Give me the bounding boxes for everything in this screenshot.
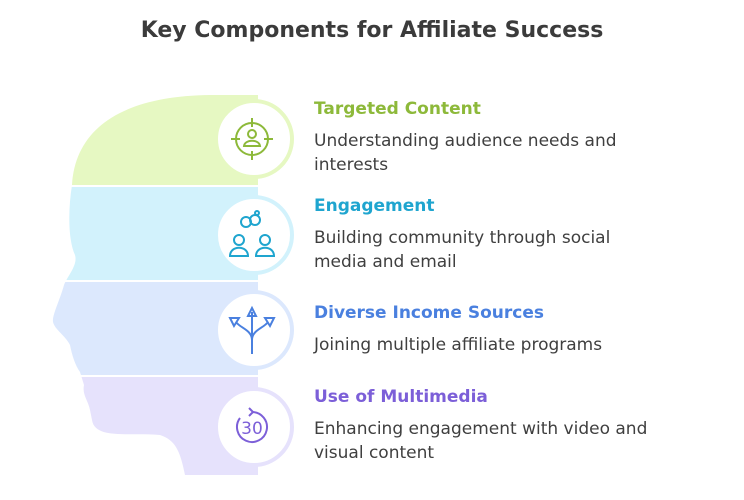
svg-text:30: 30 <box>241 419 263 439</box>
item-description: Understanding audience needs and interes… <box>314 131 617 175</box>
item-heading: Engagement <box>314 196 435 216</box>
item-heading: Use of Multimedia <box>314 387 488 407</box>
item-diverse-income: Diverse Income Sources Joining multiple … <box>314 303 734 357</box>
replay-30-icon: 30 <box>214 387 294 467</box>
branching-arrows-icon <box>214 290 294 370</box>
item-multimedia: Use of Multimedia Enhancing engagement w… <box>314 387 734 465</box>
people-link-icon <box>214 195 294 275</box>
item-targeted-content: Targeted Content Understanding audience … <box>314 99 734 177</box>
item-description: Building community through social media … <box>314 228 611 272</box>
page-title: Key Components for Affiliate Success <box>140 18 604 43</box>
target-user-icon <box>214 99 294 179</box>
item-description: Joining multiple affiliate programs <box>314 335 603 355</box>
item-description: Enhancing engagement with video and visu… <box>314 419 648 463</box>
item-heading: Targeted Content <box>314 99 481 119</box>
item-heading: Diverse Income Sources <box>314 303 544 323</box>
item-engagement: Engagement Building community through so… <box>314 196 734 274</box>
